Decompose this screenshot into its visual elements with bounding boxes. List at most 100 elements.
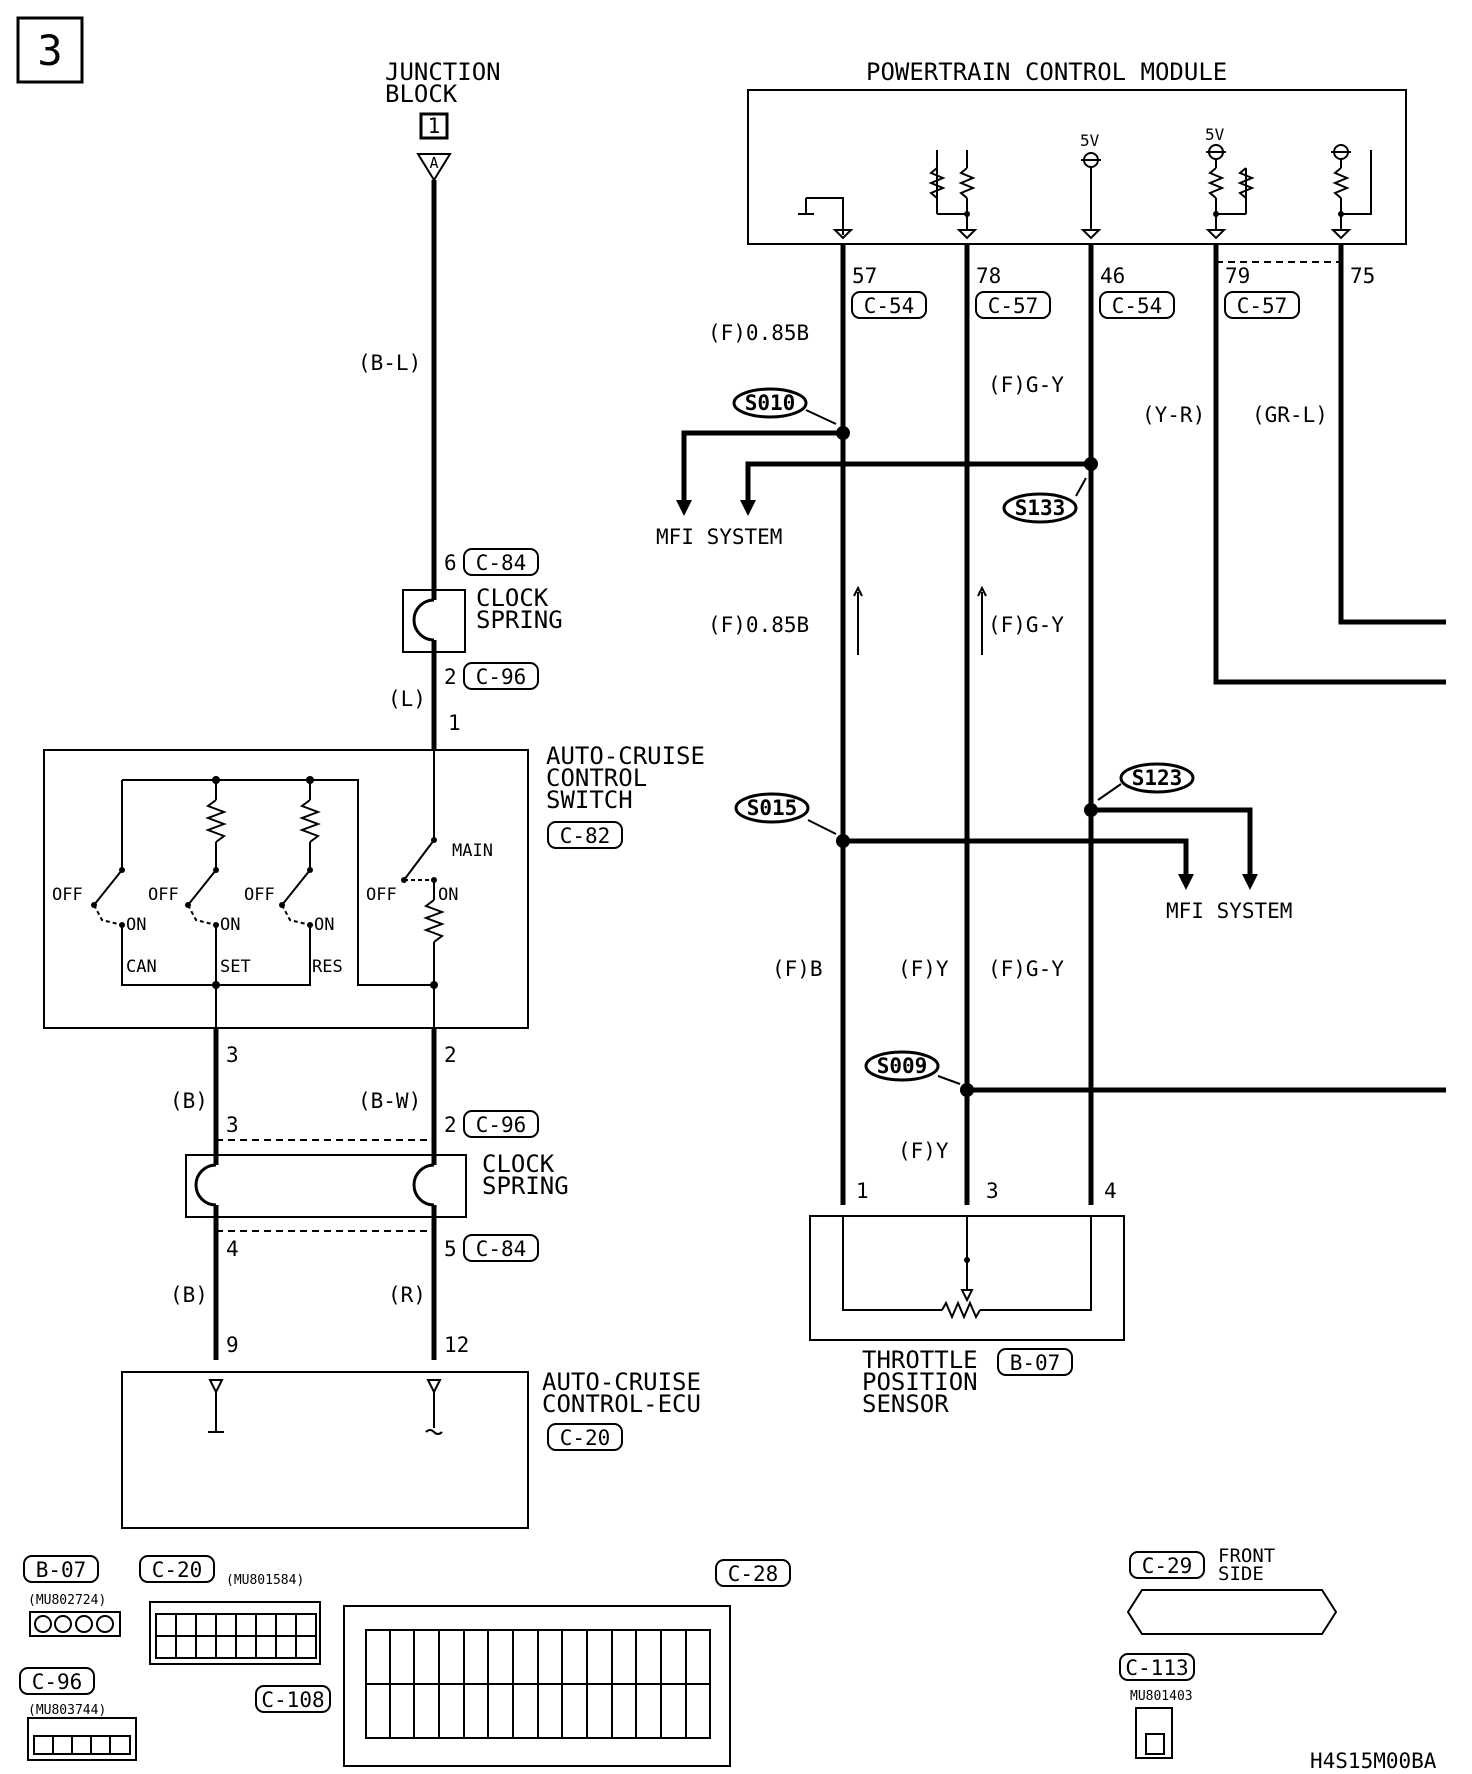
legend-c20: C-20: [152, 1558, 203, 1582]
pin-3-switch: 3: [226, 1043, 239, 1067]
pin-75: 75: [1350, 264, 1375, 288]
pcm-internal-circuits: [798, 144, 1372, 240]
switch-on-res: ON: [314, 915, 334, 935]
auto-cruise-ecu: [121, 1371, 529, 1529]
pin-9: 9: [226, 1333, 239, 1357]
connector-face-c96: [27, 1717, 137, 1761]
pin-1: 1: [448, 711, 461, 735]
wire-label-yr: (Y-R): [1142, 403, 1205, 427]
mfi-system-1: MFI SYSTEM: [656, 525, 782, 549]
pin-3-clock: 3: [226, 1113, 239, 1137]
connector-c57-b: C-57: [1237, 294, 1288, 318]
legend-c108: C-108: [261, 1688, 324, 1712]
clock-spring-2: [185, 1154, 467, 1218]
connector-face-c28-cells: [365, 1629, 711, 1739]
ecu-title-2: CONTROL-ECU: [542, 1390, 701, 1418]
pcm-5v-2: 5V: [1205, 125, 1225, 144]
tps-internal-circuit: [842, 1216, 1092, 1320]
connector-b07: B-07: [1010, 1351, 1061, 1375]
legend-c113: C-113: [1125, 1656, 1188, 1680]
switch-title: AUTO-CRUISE: [546, 742, 705, 770]
pcm-box: [747, 89, 1407, 245]
pin-79: 79: [1225, 264, 1250, 288]
pin-57: 57: [852, 264, 877, 288]
wire-label-fgy-2: (F)G-Y: [988, 613, 1064, 637]
splice-s009: S009: [877, 1054, 928, 1078]
connector-face-c29: [1126, 1589, 1338, 1635]
pin-12: 12: [444, 1333, 469, 1357]
connector-face-c20-cells: [155, 1613, 317, 1659]
connector-c96-a: C-96: [476, 665, 527, 689]
switch-title-2: CONTROL: [546, 764, 647, 792]
pin-2-switch: 2: [444, 1043, 457, 1067]
junction-terminal-icon: [416, 153, 452, 182]
auto-cruise-switch-box: [43, 749, 529, 1029]
legend-mu-c96: (MU803744): [28, 1703, 106, 1718]
page-number: 3: [37, 26, 62, 75]
splice-s010: S010: [745, 391, 796, 415]
clock-spring-1-label: CLOCK: [476, 584, 549, 612]
switch-off-res: OFF: [244, 885, 275, 905]
switch-off-set: OFF: [148, 885, 179, 905]
junction-terminal: A: [429, 154, 438, 172]
legend-c96: C-96: [32, 1670, 83, 1694]
pcm-5v-1: 5V: [1080, 131, 1100, 150]
pin-1-tps: 1: [856, 1179, 869, 1203]
legend-c28: C-28: [728, 1562, 779, 1586]
wire-label-grl: (GR-L): [1252, 403, 1328, 427]
pin-78: 78: [976, 264, 1001, 288]
connector-face-c28: [343, 1605, 731, 1767]
legend-side: SIDE: [1218, 1563, 1264, 1585]
junction-block-title: JUNCTION: [385, 58, 501, 86]
clock-spring-1-label-2: SPRING: [476, 606, 563, 634]
wire-label-fgy-1: (F)G-Y: [988, 373, 1064, 397]
connector-face-c113: [1135, 1707, 1173, 1759]
legend-mu-b07: (MU802724): [28, 1593, 106, 1608]
wire-label-f085b-1: (F)0.85B: [708, 321, 809, 345]
connector-c84-b: C-84: [476, 1237, 527, 1261]
pin-46: 46: [1100, 264, 1125, 288]
mfi-system-2: MFI SYSTEM: [1166, 899, 1292, 923]
switch-on-set: ON: [220, 915, 240, 935]
footer-code: H4S15M00BA: [1310, 1749, 1437, 1773]
switch-on-can: ON: [126, 915, 146, 935]
wire-label-bw: (B-W): [358, 1089, 421, 1113]
junction-block-ref: 1: [428, 114, 441, 138]
wire-label-b-2: (B): [170, 1283, 208, 1307]
connector-c54-a: C-54: [864, 294, 915, 318]
ecu-title: AUTO-CRUISE: [542, 1368, 701, 1396]
pin-3-tps: 3: [986, 1179, 999, 1203]
wire-label-fb: (F)B: [772, 957, 823, 981]
splice-s133: S133: [1015, 496, 1066, 520]
wire-label-b-1: (B): [170, 1089, 208, 1113]
connector-face-c96-cells: [33, 1735, 131, 1755]
switch-off-main: OFF: [366, 885, 397, 905]
switch-set-label: SET: [220, 957, 251, 977]
switch-res-label: RES: [312, 957, 343, 977]
clock-spring-2-label: CLOCK: [482, 1150, 555, 1178]
switch-title-3: SWITCH: [546, 786, 633, 814]
connector-c96-b: C-96: [476, 1113, 527, 1137]
tps-title: THROTTLE: [862, 1346, 978, 1374]
switch-internal-wiring: [93, 750, 445, 1028]
wire-label-fgy-3: (F)G-Y: [988, 957, 1064, 981]
wire-label-bl: (B-L): [358, 351, 421, 375]
wire-label-l: (L): [388, 687, 426, 711]
splice-s123: S123: [1132, 766, 1183, 790]
tps-title-3: SENSOR: [862, 1390, 949, 1418]
pin-2-c96: 2: [444, 665, 457, 689]
pin-4-tps: 4: [1104, 1179, 1117, 1203]
switch-off-can: OFF: [52, 885, 83, 905]
wire-yr: [1213, 244, 1446, 685]
connector-face-b07: [29, 1611, 121, 1637]
legend-c29: C-29: [1142, 1554, 1193, 1578]
pin-5: 5: [444, 1237, 457, 1261]
pin-6: 6: [444, 551, 457, 575]
wire-label-f085b-2: (F)0.85B: [708, 613, 809, 637]
junction-block-title-2: BLOCK: [385, 80, 458, 108]
connector-c20: C-20: [560, 1426, 611, 1450]
pin-4: 4: [226, 1237, 239, 1261]
wire-label-fy-1: (F)Y: [898, 957, 949, 981]
connector-face-b07-pins: [34, 1615, 114, 1633]
